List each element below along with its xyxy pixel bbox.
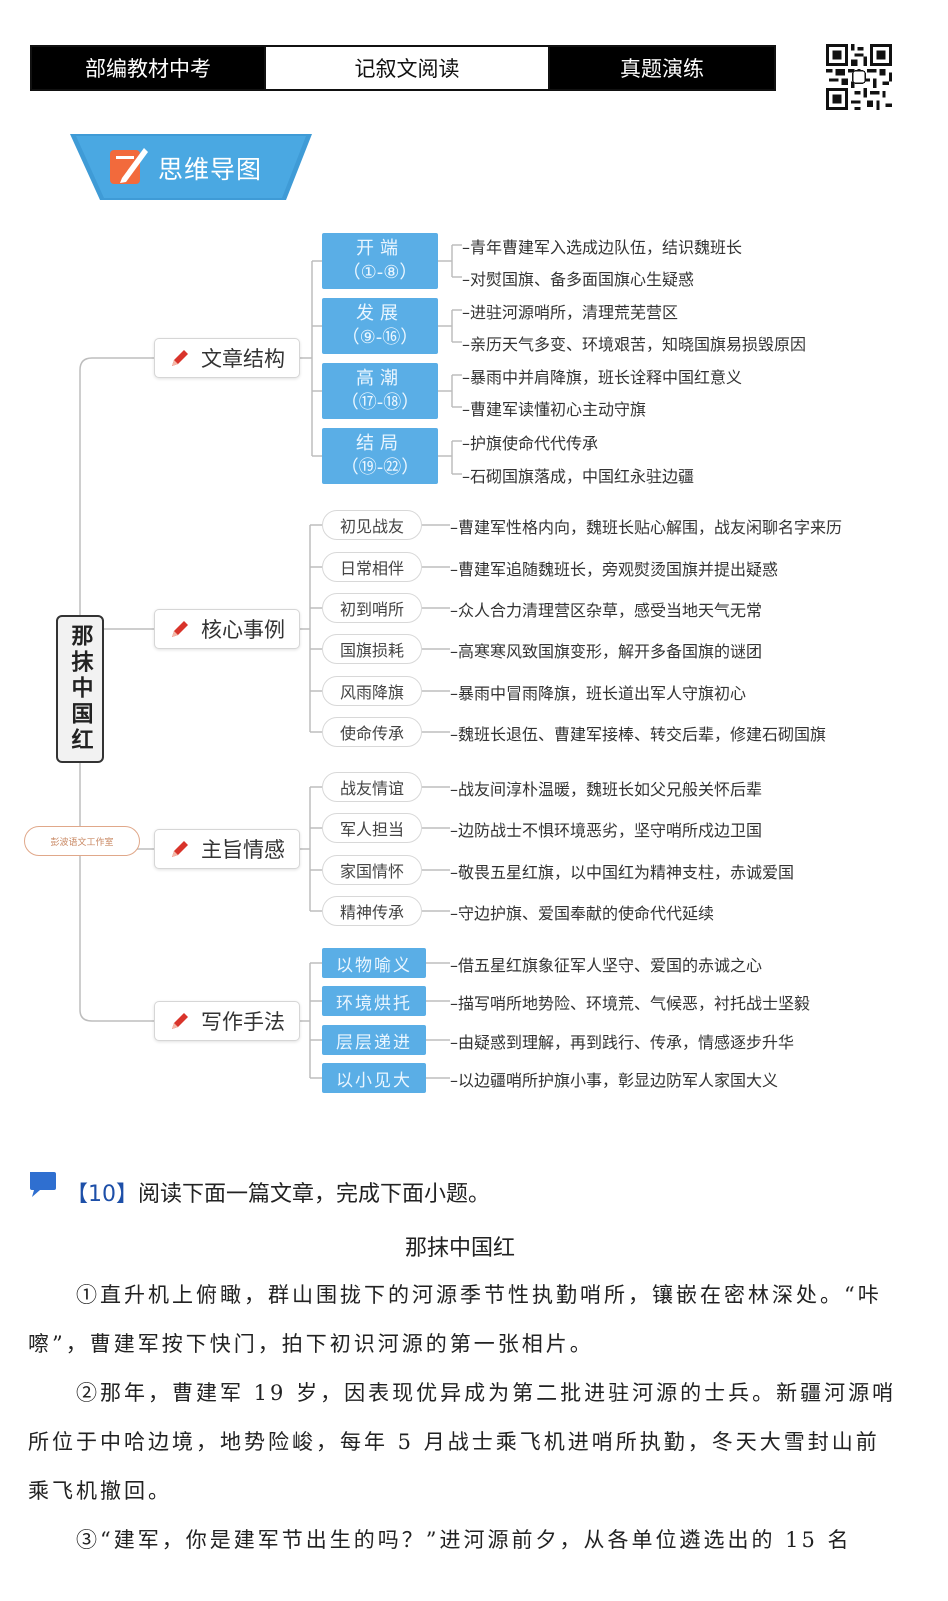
technique-box: 以小见大 [322,1063,426,1093]
structure-range: （⑰-⑱） [340,392,420,413]
technique-box: 环境烘托 [322,986,426,1016]
structure-range: （⑨-⑯） [341,327,419,348]
banner-title: 思维导图 [158,155,263,184]
structure-line: –青年曹建军入选成边队伍，结识魏班长 [462,238,743,257]
root-title: 那抹中国红 [67,624,93,754]
technique-text: –以边疆哨所护旗小事，彰显边防军人家国大义 [450,1071,779,1090]
structure-line: –护旗使命代代传承 [462,434,599,453]
event-pill: 使命传承 [322,717,422,747]
emotion-text: –守边护旗、爱国奉献的使命代代延续 [450,904,715,923]
mindmap-root: 那抹中国红 [56,615,104,763]
event-text: –魏班长退伍、曹建军接棒、转交后辈，修建石砌国旗 [450,725,827,744]
technique-box: 层层递进 [322,1025,426,1055]
emotion-text: –边防战士不惧环境恶劣，坚守哨所戍边卫国 [450,821,763,840]
node-technique-label: 写作手法 [201,1010,285,1034]
event-pill: 初见战友 [322,510,422,540]
structure-box: 发展 （⑨-⑯） [322,298,438,354]
technique-text: –描写哨所地势险、环境荒、气候恶，衬托战士坚毅 [450,994,811,1013]
header-bar: 部编教材中考 记叙文阅读 真题演练 [30,45,776,91]
comment-icon [30,1172,56,1197]
event-pill: 初到哨所 [322,593,422,623]
header-center: 记叙文阅读 [264,47,550,89]
node-structure: 文章结构 [154,338,300,378]
event-pill: 风雨降旗 [322,676,422,706]
article-paragraph: ①直升机上俯瞰，群山围拢下的河源季节性执勤哨所，镶嵌在密林深处。“咔嚓”，曹建军… [28,1283,882,1356]
event-text: –高寒寒风致国旗变形，解开多备国旗的谜团 [450,642,763,661]
structure-line: –对熨国旗、备多面国旗心生疑惑 [462,270,695,289]
pencil-icon [172,621,188,637]
structure-line: –暴雨中并肩降旗，班长诠释中国红意义 [462,368,743,387]
structure-title: 开端 [356,238,404,259]
structure-title: 高潮 [356,368,404,389]
structure-range: （①-⑧） [342,262,418,283]
pencil-icon [172,841,188,857]
mindmap-connectors [79,244,462,1079]
article-title: 那抹中国红 [404,1236,515,1261]
emotion-pill: 家国情怀 [322,855,422,885]
structure-box: 开端 （①-⑧） [322,233,438,289]
technique-text: –借五星红旗象征军人坚守、爱国的赤诚之心 [450,956,763,975]
structure-title: 结局 [356,433,404,454]
question-prompt: 阅读下面一篇文章，完成下面小题。 [138,1182,491,1207]
event-text: –曹建军追随魏班长，旁观熨烫国旗并提出疑惑 [450,560,779,579]
structure-box: 高潮 （⑰-⑱） [322,363,438,419]
emotion-pill: 军人担当 [322,813,422,843]
structure-line: –曹建军读懂初心主动守旗 [462,400,647,419]
node-events: 核心事例 [154,609,300,649]
qr-code-icon[interactable] [826,44,892,110]
pencil-icon [172,1013,188,1029]
emotion-text: –敬畏五星红旗，以中国红为精神支柱，赤诚爱国 [450,863,795,882]
node-technique: 写作手法 [154,1001,300,1041]
question-number: 【10】 [66,1182,138,1207]
node-emotion: 主旨情感 [154,829,300,869]
structure-line: –石砌国旗落成，中国红永驻边疆 [462,467,695,486]
article-paragraph: ②那年，曹建军 19 岁，因表现优异成为第二批进驻河源的士兵。新疆河源哨所位于中… [28,1381,897,1503]
event-text: –众人合力清理营区杂草，感受当地天气无常 [450,601,763,620]
node-structure-label: 文章结构 [201,347,285,371]
node-emotion-label: 主旨情感 [201,838,285,862]
node-events-label: 核心事例 [201,618,285,642]
structure-line: –亲历天气多变、环境艰苦，知晓国旗易损毁原因 [462,335,807,354]
structure-box: 结局 （⑲-㉒） [322,428,438,484]
question-title: 【10】阅读下面一篇文章，完成下面小题。 [66,1176,490,1208]
technique-text: –由疑惑到理解，再到践行、传承，情感逐步升华 [450,1033,795,1052]
event-text: –暴雨中冒雨降旗，班长道出军人守旗初心 [450,684,747,703]
header-right: 真题演练 [550,47,774,89]
mindmap-banner [70,134,312,200]
studio-label: 彭波语文工作室 [24,826,140,856]
structure-range: （⑲-㉒） [340,457,420,478]
event-text: –曹建军性格内向，魏班长贴心解围，战友闲聊名字来历 [450,518,843,537]
event-pill: 国旗损耗 [322,634,422,664]
emotion-pill: 精神传承 [322,896,422,926]
technique-box: 以物喻义 [322,948,426,978]
emotion-pill: 战友情谊 [322,772,422,802]
emotion-text: –战友间淳朴温暖，魏班长如父兄般关怀后辈 [450,780,763,799]
structure-title: 发展 [356,303,404,324]
event-pill: 日常相伴 [322,552,422,582]
header-left: 部编教材中考 [32,47,264,89]
pencil-icon [172,350,188,366]
article-paragraph: ③“建军，你是建军节出生的吗？”进河源前夕，从各单位遴选出的 15 名 [76,1528,852,1552]
structure-line: –进驻河源哨所，清理荒芜营区 [462,303,679,322]
